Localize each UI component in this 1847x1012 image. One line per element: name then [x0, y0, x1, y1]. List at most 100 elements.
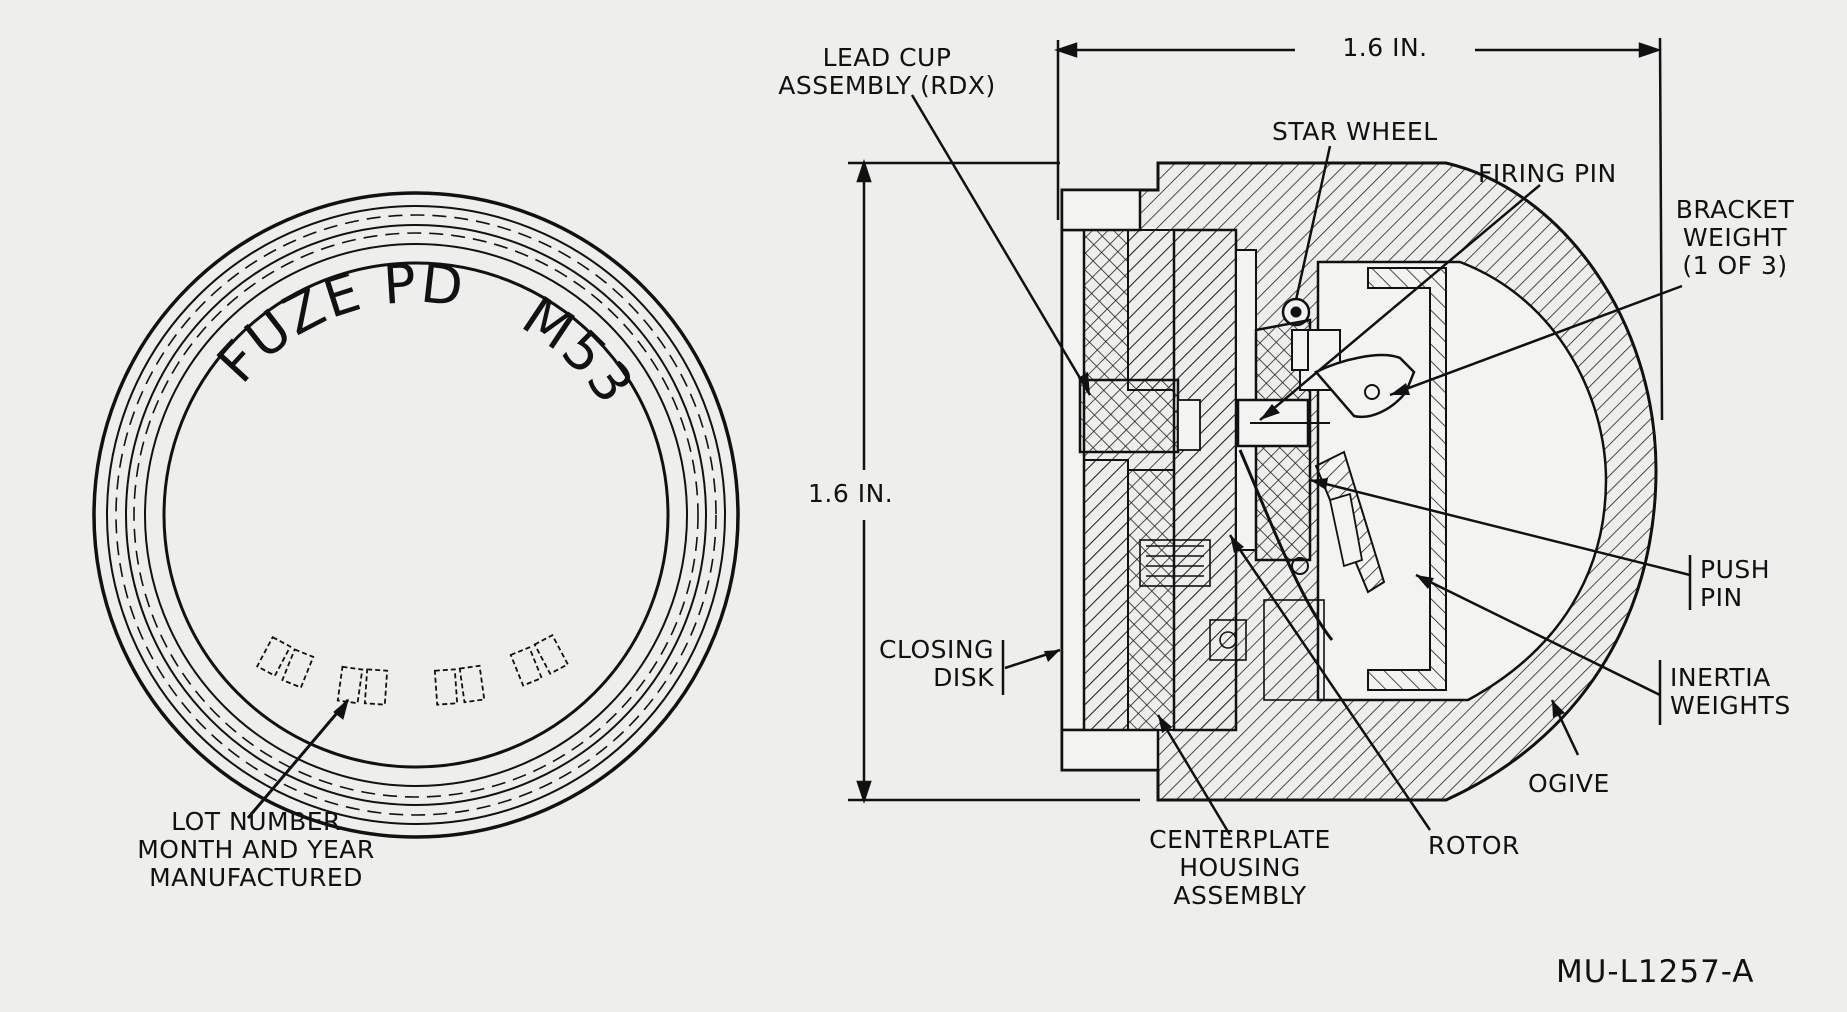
- width-arrow-left: [1054, 42, 1078, 58]
- rotor-leader: [1228, 534, 1432, 831]
- centerplate-housing: [1172, 228, 1238, 732]
- firing-pin-leader: [1259, 184, 1541, 421]
- top-step: [1060, 188, 1142, 232]
- gear-block: [1139, 539, 1211, 587]
- closing-disk-arrow: [1044, 650, 1060, 662]
- ogive-arrow: [1552, 700, 1565, 718]
- bracket-weight-leader: [1389, 284, 1683, 397]
- lead-cup-charge: [1078, 378, 1180, 454]
- face-ring-4: [144, 243, 688, 787]
- base-step: [1060, 728, 1160, 772]
- lot-number-arrow: [333, 698, 349, 720]
- inertia-weights-label: INERTIA WEIGHTS: [1670, 664, 1791, 720]
- leader-arrows: [1044, 372, 1565, 733]
- face-ring-dashed-1: [115, 214, 717, 816]
- centerplate-line1: CENTERPLATE: [1149, 825, 1331, 854]
- face-ring-2: [106, 205, 726, 825]
- inertia-weights-line1: INERTIA: [1670, 663, 1771, 692]
- inner-frame: [1263, 599, 1325, 701]
- lot-number-leader: [246, 699, 350, 819]
- gear-train: [1139, 539, 1247, 661]
- base-block-lower-2: [1127, 469, 1175, 731]
- width-dimension-text: 1.6 IN.: [1342, 33, 1428, 62]
- lot-number-line2: MONTH AND YEAR: [137, 835, 375, 864]
- pin-post: [1291, 329, 1309, 371]
- centerplate-label: CENTERPLATE HOUSING ASSEMBLY: [1120, 826, 1360, 910]
- lot-number-line3: MANUFACTURED: [149, 863, 363, 892]
- lot-number-digits: [255, 633, 570, 706]
- width-dimension: [1054, 37, 1664, 421]
- push-pin-leader: [1309, 478, 1691, 577]
- height-arrow-bottom: [856, 780, 872, 804]
- push-pin-line1: PUSH: [1700, 555, 1771, 584]
- star-wheel-label: STAR WHEEL: [1272, 118, 1438, 146]
- bracket-weight-line3: (1 OF 3): [1682, 251, 1788, 280]
- push-pin-line2: PIN: [1700, 583, 1743, 612]
- inertia-weights-leader: [1415, 573, 1661, 697]
- digit-box: [458, 664, 486, 704]
- lead-cup-leader: [910, 94, 1092, 396]
- base-block-lower: [1083, 459, 1129, 731]
- push-pin-arrow: [1310, 478, 1328, 490]
- gear-hub: [1209, 619, 1247, 661]
- gear-pivot: [1219, 631, 1237, 649]
- inertia-cup: [1367, 267, 1447, 691]
- closing-disk-line2: DISK: [933, 663, 994, 692]
- firing-pin-text: FIRING PIN: [1478, 159, 1617, 188]
- bracket-weight-arrow: [1390, 383, 1410, 395]
- lead-cup-line1: LEAD CUP: [822, 43, 952, 72]
- digit-box: [533, 633, 570, 675]
- lead-cup-block-2: [1127, 229, 1175, 391]
- closing-disk-label: CLOSING DISK: [858, 636, 994, 692]
- rotor-arc: [1238, 449, 1334, 641]
- width-dimension-label: 1.6 IN.: [1300, 34, 1470, 62]
- digit-box: [509, 646, 543, 687]
- bracket-weight: [1314, 353, 1416, 419]
- face-ring-3: [125, 224, 707, 806]
- closing-disk-line1: CLOSING: [879, 635, 994, 664]
- lead-cup-label: LEAD CUP ASSEMBLY (RDX): [762, 44, 1012, 100]
- ogive-text: OGIVE: [1528, 769, 1610, 798]
- ogive-label: OGIVE: [1528, 770, 1610, 798]
- inertia-weights-arrow: [1416, 575, 1434, 589]
- centerplate-line3: ASSEMBLY: [1173, 881, 1307, 910]
- fuze-section-view: [848, 37, 1692, 836]
- lead-cup-arrow: [1078, 372, 1090, 395]
- fuze-face-view: FUZE PD M533: [0, 0, 740, 839]
- digit-box: [336, 665, 364, 705]
- figure-id: MU-L1257-A: [1556, 954, 1755, 990]
- closing-disk: [1060, 228, 1086, 732]
- bracket-weight-pivot: [1364, 384, 1380, 400]
- firing-pin-arrow: [1260, 404, 1280, 420]
- lot-number-label: LOT NUMBER MONTH AND YEAR MANUFACTURED: [96, 808, 416, 892]
- lead-cup-line2: ASSEMBLY (RDX): [778, 71, 996, 100]
- star-wheel-text: STAR WHEEL: [1272, 117, 1438, 146]
- digit-box: [281, 648, 315, 689]
- height-arrow-top: [856, 159, 872, 183]
- width-ext-right: [1658, 37, 1664, 421]
- inertia-weight-arm: [1328, 492, 1364, 568]
- digit-box: [363, 668, 389, 706]
- lot-number-line1: LOT NUMBER: [171, 807, 341, 836]
- bracket-weight-label: BRACKET WEIGHT (1 OF 3): [1660, 196, 1810, 280]
- rotor-arrow: [1230, 535, 1244, 553]
- centerplate-slot: [1177, 399, 1201, 451]
- centerplate-arrow: [1158, 715, 1172, 733]
- height-dimension-label: 1.6 IN.: [808, 480, 893, 508]
- figure-id-text: MU-L1257-A: [1556, 954, 1755, 990]
- face-outer-ring: [92, 191, 740, 839]
- height-dimension: [848, 159, 1140, 804]
- push-pin-label: PUSH PIN: [1700, 556, 1770, 612]
- bracket-weight-line2: WEIGHT: [1682, 223, 1788, 252]
- centerplate-line2: HOUSING: [1179, 853, 1301, 882]
- bracket-weight-line1: BRACKET: [1675, 195, 1795, 224]
- digit-box: [255, 635, 292, 677]
- firing-pin-label: FIRING PIN: [1478, 160, 1617, 188]
- face-ring-dashed-2: [133, 232, 699, 798]
- inertia-weights-line2: WEIGHTS: [1670, 691, 1791, 720]
- face-inner-circle: [162, 261, 670, 769]
- face-marking-line1: FUZE PD: [205, 251, 468, 394]
- rotor-text: ROTOR: [1428, 831, 1520, 860]
- digit-box: [433, 668, 459, 706]
